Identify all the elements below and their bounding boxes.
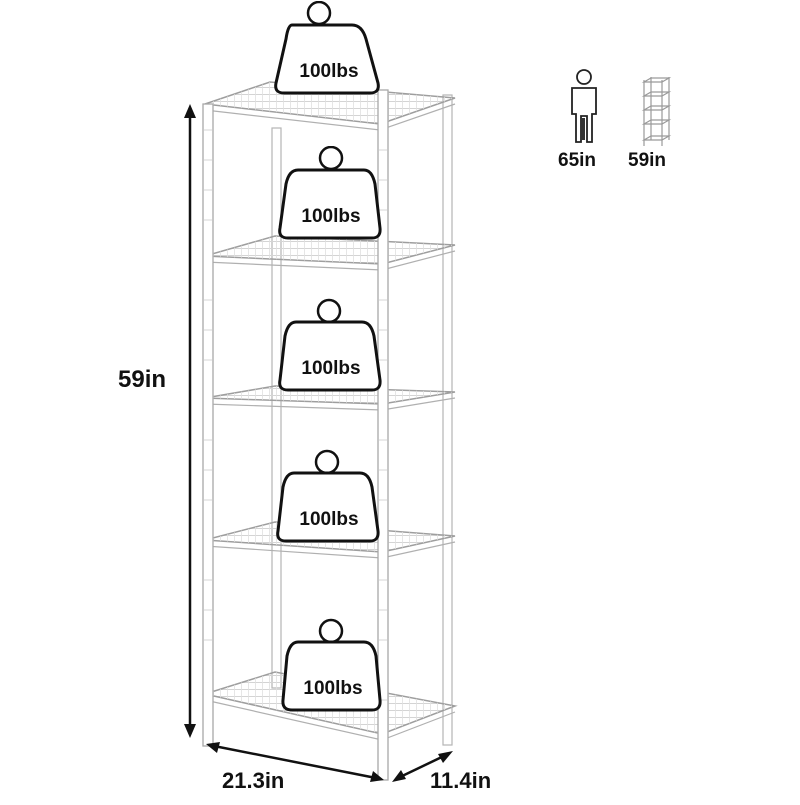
post-notches bbox=[204, 129, 387, 701]
width-label: 21.3in bbox=[222, 768, 285, 793]
shelf-2 bbox=[204, 235, 456, 271]
weight-label: 100lbs bbox=[301, 206, 361, 227]
depth-label: 11.4in bbox=[430, 768, 492, 793]
weight-icon bbox=[278, 298, 382, 392]
weight-capacity-badge: 100lbs bbox=[278, 618, 388, 720]
weight-icon bbox=[274, 1, 380, 95]
weight-icon bbox=[281, 618, 382, 712]
weight-label: 100lbs bbox=[299, 61, 359, 82]
weight-icon bbox=[276, 449, 380, 543]
width-dimension-line bbox=[206, 742, 384, 782]
weight-label: 100lbs bbox=[301, 358, 361, 379]
weight-label: 100lbs bbox=[303, 678, 363, 699]
weight-capacity-badge: 100lbs bbox=[276, 298, 386, 400]
front-posts bbox=[202, 89, 389, 781]
weight-capacity-badge: 100lbs bbox=[276, 146, 386, 248]
weight-capacity-badge: 100lbs bbox=[274, 1, 384, 103]
shelf-1 bbox=[204, 81, 456, 131]
person-icon bbox=[571, 69, 597, 143]
weight-icon bbox=[278, 146, 382, 240]
shelf-height-label: 59in bbox=[628, 150, 667, 171]
shelf-icon bbox=[641, 77, 672, 146]
person-height-label: 65in bbox=[558, 150, 597, 171]
height-dimension-line bbox=[184, 104, 196, 738]
weight-label: 100lbs bbox=[299, 509, 359, 530]
weight-capacity-badge: 100lbs bbox=[274, 449, 384, 551]
height-label: 59in bbox=[118, 366, 167, 393]
depth-dimension-line bbox=[392, 751, 453, 782]
